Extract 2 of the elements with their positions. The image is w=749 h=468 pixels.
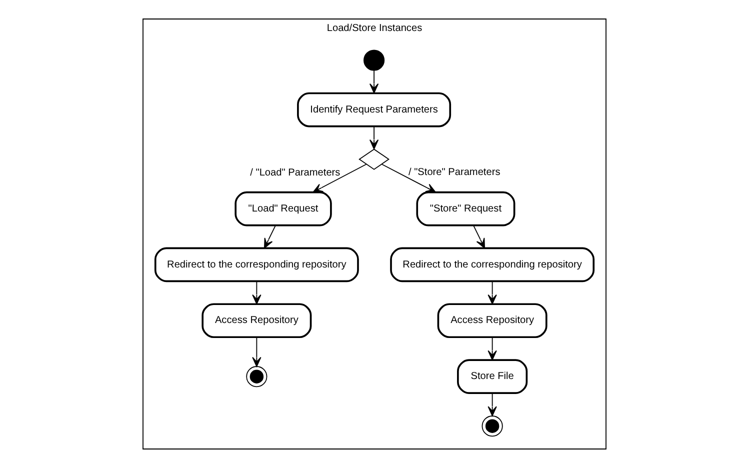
edge-label: / "Store" Parameters <box>408 167 500 178</box>
edge-label: / "Load" Parameters <box>250 167 340 178</box>
